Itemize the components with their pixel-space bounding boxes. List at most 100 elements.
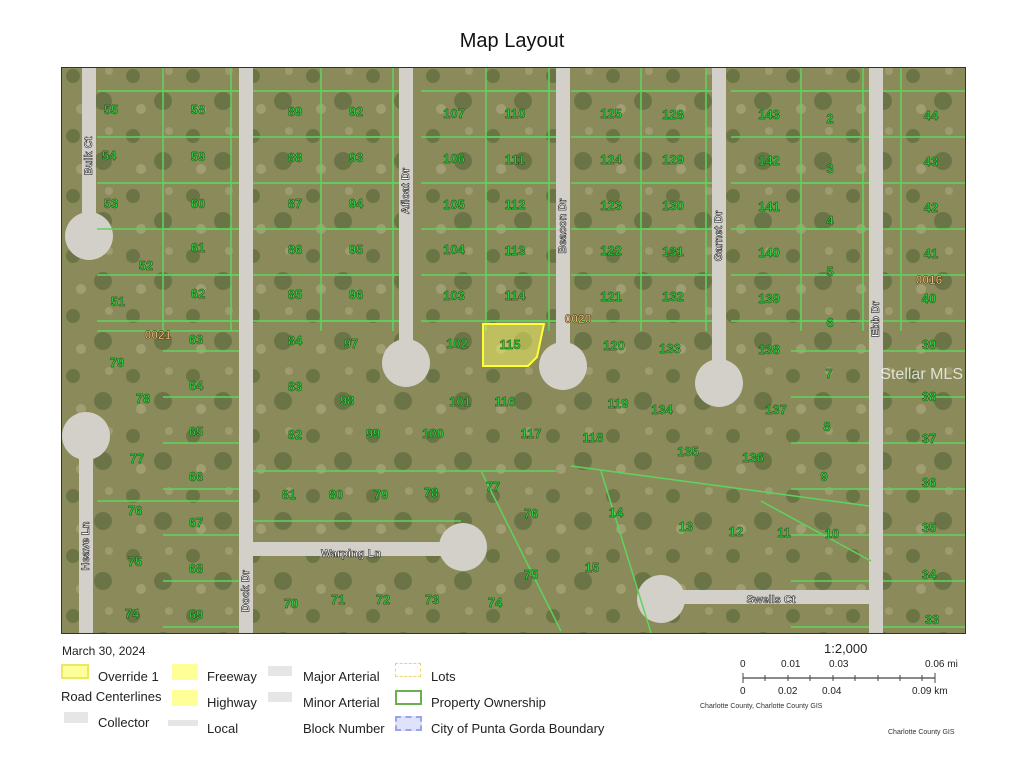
collector-swatch	[64, 712, 88, 723]
lot-label: 122	[600, 243, 622, 258]
roads	[62, 68, 883, 633]
lot-label: 75	[128, 554, 142, 569]
lot-label: 116	[495, 394, 516, 409]
lot-label: 67	[189, 515, 203, 530]
block-number-label: 0016	[916, 273, 943, 287]
lot-label: 76	[128, 503, 142, 518]
lot-label: 137	[765, 402, 787, 417]
freeway-swatch	[172, 664, 198, 680]
lot-label: 140	[758, 245, 780, 260]
lot-label: 13	[679, 519, 693, 534]
lot-label: 78	[136, 391, 150, 406]
legend-highway: Highway	[207, 695, 257, 710]
lot-label: 79	[374, 487, 388, 502]
lot-label: 77	[486, 479, 500, 494]
street-label: Garnet Dr	[713, 210, 725, 261]
lot-label: 128	[662, 107, 684, 122]
lot-label: 65	[189, 424, 203, 439]
block-number-label: 0021	[145, 328, 172, 342]
legend-lots: Lots	[431, 669, 456, 684]
lots-swatch	[395, 663, 421, 677]
major-arterial-swatch	[268, 666, 292, 676]
lot-label: 100	[422, 426, 444, 441]
lot-label: 34	[922, 567, 937, 582]
lot-label: 123	[600, 198, 622, 213]
lot-label: 104	[443, 242, 465, 257]
lot-label: 93	[349, 150, 363, 165]
lot-label: 130	[662, 198, 684, 213]
lot-label: 135	[677, 444, 699, 459]
lot-label: 75	[524, 567, 538, 582]
map-title: Map Layout	[459, 30, 565, 52]
lot-label: 73	[425, 592, 439, 607]
lot-label: 132	[662, 289, 684, 304]
lot-label: 77	[130, 451, 144, 466]
lot-label: 40	[922, 291, 936, 306]
street-label: Ebb Dr	[870, 300, 882, 337]
lot-label: 35	[922, 520, 936, 535]
lot-labels: 5554535251585960616263646566676869797877…	[102, 102, 940, 627]
lot-label: 129	[662, 152, 684, 167]
lot-label: 76	[524, 506, 538, 521]
lot-label: 142	[758, 153, 780, 168]
lot-label: 69	[189, 607, 203, 622]
street-label: Bulk Ct	[83, 136, 95, 175]
street-label: Heave Ln	[80, 521, 92, 570]
lot-label: 99	[366, 426, 380, 441]
lot-label: 94	[349, 196, 364, 211]
legend-road-centerlines: Road Centerlines	[61, 689, 162, 704]
credit-source: Charlotte County, Charlotte County GIS	[700, 703, 823, 710]
lot-label: 42	[924, 200, 938, 215]
map-date: March 30, 2024	[62, 644, 146, 658]
lot-label: 96	[349, 287, 363, 302]
scale-ruler	[742, 673, 936, 683]
street-label: Beacon Dr	[557, 198, 569, 254]
city-boundary-swatch	[395, 716, 422, 731]
lot-label: 82	[288, 427, 302, 442]
lot-label: 131	[662, 244, 684, 259]
lot-label: 74	[125, 606, 140, 621]
lot-label: 79	[110, 355, 124, 370]
lot-label: 4	[826, 213, 834, 228]
street-label: Afloat Dr	[400, 167, 412, 214]
scale-km-1: 0.02	[778, 686, 798, 697]
lot-label: 54	[102, 148, 117, 163]
lot-label: 6	[826, 315, 833, 330]
lot-label: 110	[505, 106, 526, 121]
lot-label: 81	[282, 487, 296, 502]
legend-override: Override 1	[98, 669, 159, 684]
lot-label: 107	[443, 106, 465, 121]
lot-label: 86	[288, 242, 302, 257]
lot-label: 106	[443, 151, 465, 166]
local-swatch	[168, 720, 198, 726]
lot-label: 92	[349, 104, 363, 119]
aerial-map[interactable]: 5554535251585960616263646566676869797877…	[62, 68, 965, 633]
override-swatch	[61, 664, 89, 679]
lot-label: 136	[742, 450, 764, 465]
lot-label: 111	[505, 152, 525, 167]
lot-label: 117	[521, 426, 542, 441]
lot-label: 10	[825, 526, 839, 541]
lot-label: 102	[446, 336, 468, 351]
street-labels: Bulk Ct Dock Dr Afloat Dr Beacon Dr Garnet D…	[80, 136, 883, 612]
scale-mi-0: 0	[740, 659, 746, 670]
lot-label: 89	[288, 104, 302, 119]
lot-label: 78	[424, 485, 438, 500]
lot-label: 44	[924, 108, 939, 123]
highlighted-parcel[interactable]	[482, 323, 546, 367]
lot-label: 12	[729, 524, 743, 539]
lot-label: 83	[288, 379, 302, 394]
lot-label: 84	[288, 333, 303, 348]
lot-label: 58	[191, 102, 205, 117]
lot-label: 72	[376, 592, 390, 607]
lot-label: 98	[340, 393, 354, 408]
lot-label: 66	[189, 469, 203, 484]
legend-local: Local	[207, 721, 239, 736]
lot-label: 63	[189, 332, 203, 347]
street-label: Dock Dr	[240, 569, 252, 612]
lot-label: 41	[924, 246, 938, 261]
legend-minor-arterial: Minor Arterial	[303, 695, 380, 710]
lot-label: 59	[191, 149, 205, 164]
lot-label: 15	[585, 560, 599, 575]
